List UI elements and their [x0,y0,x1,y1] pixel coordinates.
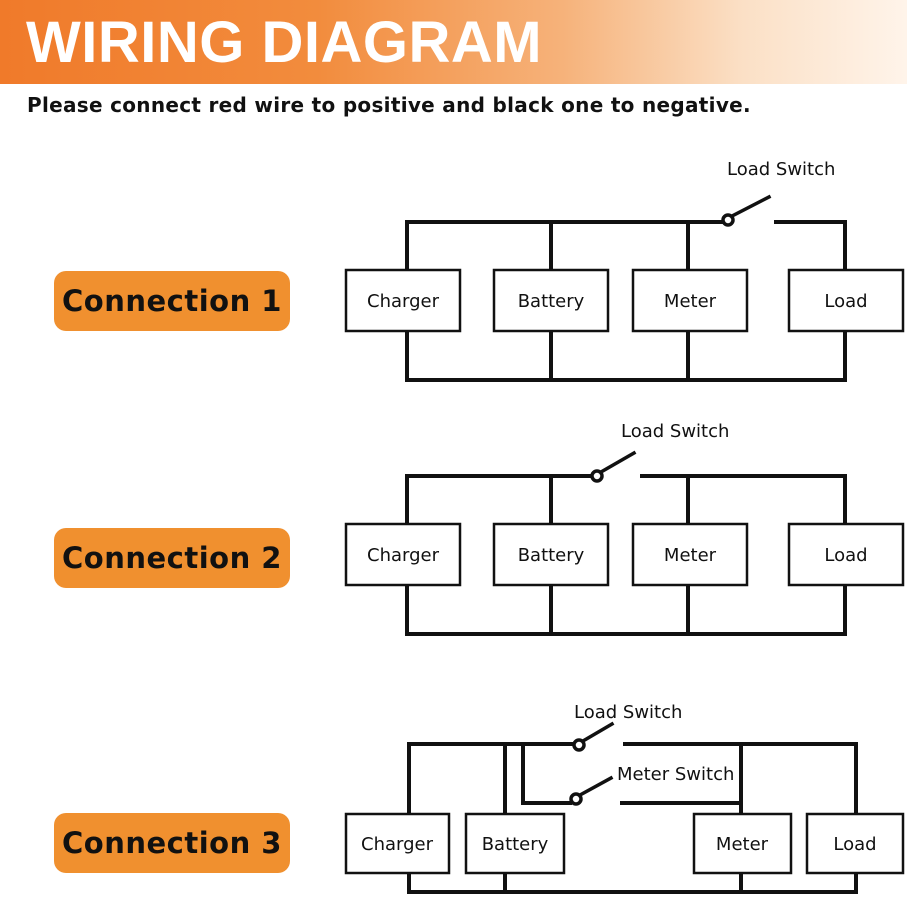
charger-label: Charger [367,545,440,566]
meter-label: Meter [664,545,717,566]
meter-box [692,812,793,875]
load-box [787,268,905,333]
load-switch-lever [598,450,637,475]
meter-switch-label: Meter Switch [617,764,734,785]
meter-label: Meter [664,291,717,312]
load-switch-contact [572,738,586,752]
connection-1-label: Connection 1 [61,284,282,318]
load-label: Load [824,291,867,312]
battery-label: Battery [518,545,585,566]
meter-box [631,522,749,587]
charger-box [344,522,462,587]
load-label: Load [824,545,867,566]
connection-3-label: Connection 3 [61,826,282,860]
meter-box [631,268,749,333]
title-banner: WIRING DIAGRAM [0,0,907,84]
charger-box [344,268,462,333]
meter-switch-contact [569,792,583,806]
connection-3-badge: Connection 3 [54,813,290,873]
battery-label: Battery [482,834,549,855]
connection-1-wiring [405,194,847,382]
load-label: Load [833,834,876,855]
meter-label: Meter [716,834,769,855]
meter-switch-lever [577,775,614,798]
load-switch-lever [580,721,615,744]
load-box [805,812,905,875]
battery-label: Battery [518,291,585,312]
load-switch-label: Load Switch [574,702,682,723]
connection-2-wiring [405,450,847,636]
charger-label: Charger [367,291,440,312]
battery-box [464,812,566,875]
charger-box [344,812,451,875]
charger-label: Charger [361,834,434,855]
connection-2-badge: Connection 2 [54,528,290,588]
load-box [787,522,905,587]
load-switch-label: Load Switch [621,421,729,442]
connection-3-wiring [407,721,858,894]
connection-1-badge: Connection 1 [54,271,290,331]
instruction-text: Please connect red wire to positive and … [27,93,751,117]
load-switch-label: Load Switch [727,159,835,180]
load-switch-lever [729,194,772,219]
page-title: WIRING DIAGRAM [26,10,543,75]
battery-box [492,268,610,333]
load-switch-contact [721,213,735,227]
connection-2-label: Connection 2 [61,541,282,575]
load-switch-contact [590,469,604,483]
battery-box [492,522,610,587]
